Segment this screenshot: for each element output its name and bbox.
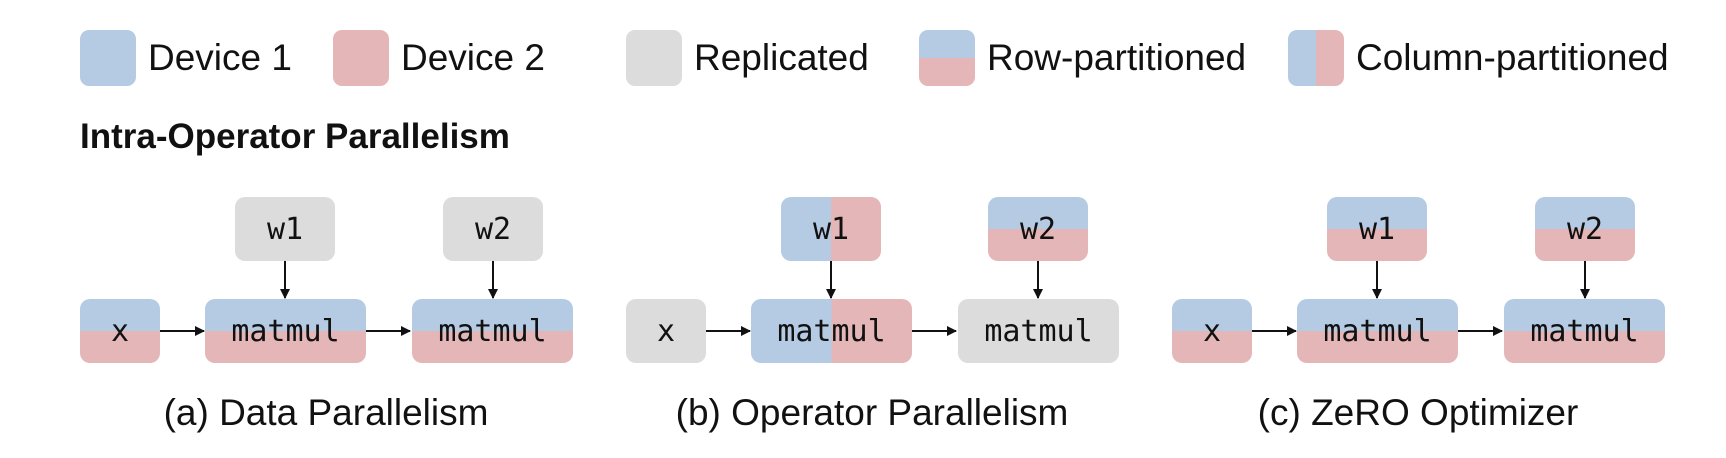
device-1-swatch [80, 30, 136, 86]
node-matmul-1: matmul [751, 299, 912, 363]
caption-data-parallelism: (a) Data Parallelism [163, 392, 489, 433]
legend-device-1: Device 1 [80, 30, 292, 86]
legend-row-partitioned: Row-partitioned [919, 30, 1246, 86]
legend-device-2: Device 2 [333, 30, 545, 86]
node-w2: w2 [1535, 197, 1635, 261]
node-matmul-2: matmul [1504, 299, 1665, 363]
node-w1: w1 [235, 197, 335, 261]
column-partitioned-swatch [1288, 30, 1344, 86]
caption-operator-parallelism: (b) Operator Parallelism [675, 392, 1069, 433]
legend-label: Column-partitioned [1356, 37, 1669, 78]
node-w1: w1 [1327, 197, 1427, 261]
caption-zero-optimizer: (c) ZeRO Optimizer [1257, 392, 1579, 433]
legend-label: Device 1 [148, 37, 292, 78]
node-matmul-2: matmul [958, 299, 1119, 363]
node-w2: w2 [443, 197, 543, 261]
legend-column-partitioned: Column-partitioned [1288, 30, 1669, 86]
section-title: Intra-Operator Parallelism [80, 117, 510, 156]
legend-replicated: Replicated [626, 30, 869, 86]
node-matmul-1: matmul [1297, 299, 1458, 363]
node-x: x [80, 299, 160, 363]
node-w1: w1 [781, 197, 881, 261]
device-2-swatch [333, 30, 389, 86]
replicated-swatch [626, 30, 682, 86]
node-w2: w2 [988, 197, 1088, 261]
node-matmul-2: matmul [412, 299, 573, 363]
row-partitioned-swatch [919, 30, 975, 86]
legend-label: Row-partitioned [987, 37, 1247, 78]
node-x: x [1172, 299, 1252, 363]
node-matmul-1: matmul [205, 299, 366, 363]
node-x: x [626, 299, 706, 363]
legend-label: Device 2 [401, 37, 545, 78]
legend-label: Replicated [694, 37, 869, 78]
